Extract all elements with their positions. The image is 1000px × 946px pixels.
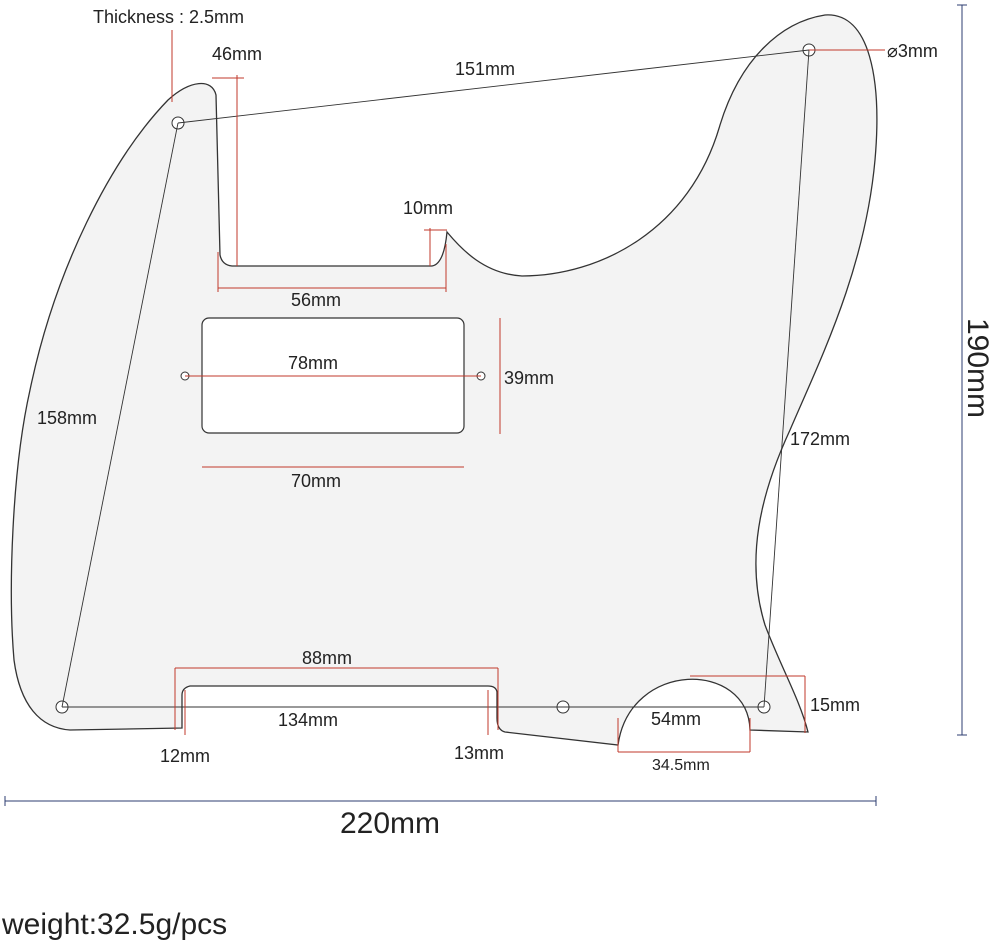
pickup-width-label: 46mm (212, 44, 262, 64)
left-span-label: 158mm (37, 408, 97, 428)
left-depth-label: 12mm (160, 746, 210, 766)
width-label: 220mm (340, 807, 440, 840)
slot-width-label: 88mm (302, 648, 352, 668)
thickness-label: Thickness : 2.5mm (93, 7, 244, 27)
span-line-top (177, 49, 810, 124)
bottom-span-label: 134mm (278, 710, 338, 730)
cut-height-label: 39mm (504, 368, 554, 388)
right-span-label: 172mm (790, 429, 850, 449)
arc-base-label: 34.5mm (652, 757, 710, 774)
arc-height-label: 15mm (810, 695, 860, 715)
span-line-right (763, 49, 810, 708)
cut-width-label: 70mm (291, 471, 341, 491)
notch-label: 10mm (403, 198, 453, 218)
mid-depth-label: 13mm (454, 743, 504, 763)
hole-dia-label: ⌀3mm (887, 41, 938, 61)
height-label: 190mm (961, 318, 994, 418)
weight-label: weight:32.5g/pcs (1, 908, 227, 941)
span-line-left (61, 122, 179, 708)
hole-span-label: 78mm (288, 353, 338, 373)
neck-width-label: 56mm (291, 290, 341, 310)
top-span-label: 151mm (455, 59, 515, 79)
arc-width-label: 54mm (651, 709, 701, 729)
